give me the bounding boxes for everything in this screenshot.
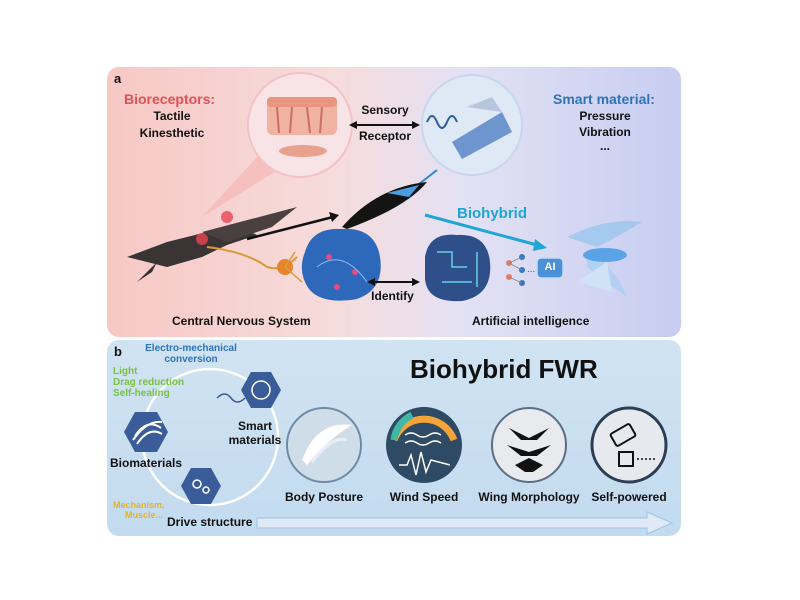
biomaterials-hexagon-icon [124,412,168,452]
biohybrid-arrow [424,213,538,247]
conversion-line-1: Electro-mechanical [145,343,237,354]
feature-body-posture-icon [286,407,362,483]
smart-materials-line-1: Smart [237,419,272,433]
ai-chip-label: AI [544,261,556,273]
arrow-head-icon [367,278,375,286]
panel-b-artwork [124,367,674,535]
identify-label: Identify [371,289,414,303]
smart-materials-hexagon-icon [241,372,281,408]
smart-materials-label: Smart materials [225,419,285,447]
mechanism-label: Mechanism, Muscle... [113,500,165,520]
feature-label-body-posture: Body Posture [284,490,363,504]
progress-arrow [256,511,674,535]
property-self-healing: Self-healing [113,388,170,399]
artificial-intelligence-label: Artificial intelligence [472,314,590,328]
smart-material-circle-icon [421,74,523,176]
biohybrid-fwr-title: Biohybrid FWR [410,354,598,384]
arrow-head-icon [349,121,357,129]
arrow-head-icon [412,278,420,286]
feature-label-wing-morphology: Wing Morphology [478,490,580,504]
squiggle-icon [216,393,246,403]
properties-list: Light Drag reduction Self-healing [113,366,184,399]
mechanism-line-2: Muscle... [125,510,164,520]
circuit-board-icon [425,234,491,302]
drive-structure-hexagon-icon [181,468,221,504]
smart-material-pressure: Pressure [579,109,631,123]
arrow-head-icon [533,239,547,251]
tissue-circle-icon [247,72,353,178]
arrow-head-icon [329,212,339,222]
property-light: Light [113,366,138,377]
biohybrid-label: Biohybrid [457,205,527,222]
biomaterials-label: Biomaterials [110,456,183,470]
robot-bird-icon [567,221,642,297]
smart-materials-line-2: materials [228,433,282,447]
bioreceptor-kinesthetic: Kinesthetic [139,126,205,140]
panel-b: b Electro-mechanical conversion Light Dr… [107,340,681,536]
bioreceptors-title: Bioreceptors: [124,91,216,107]
bioreceptor-tactile: Tactile [153,109,191,123]
feature-self-powered-icon [590,406,668,484]
panel-a-artwork: ... [127,72,642,302]
arrow-head-icon [412,121,420,129]
feature-label-wind-speed: Wind Speed [389,490,459,504]
bird-icon [127,207,297,282]
arrow-bird-feather [246,215,334,241]
feature-label-self-powered: Self-powered [591,490,667,504]
central-nervous-system-label: Central Nervous System [172,314,311,328]
panel-a-letter: a [114,71,122,86]
panel-a: ... a Bioreceptors: Tactile Kinesthetic … [107,67,681,337]
smart-material-ellipsis: ... [599,139,610,153]
panel-b-letter: b [114,344,122,359]
neuron-icon [206,246,303,283]
drive-structure-label: Drive structure [167,515,253,529]
feature-wind-speed-icon [386,407,462,483]
receptor-label: Receptor [358,129,411,143]
smart-material-vibration: Vibration [579,125,631,139]
ai-chip-icon [536,257,564,279]
conversion-label: Electro-mechanical conversion [131,343,251,365]
smart-material-title: Smart material: [553,91,655,107]
svg-text:...: ... [527,264,535,275]
conversion-line-2: conversion [164,354,218,365]
property-drag-reduction: Drag reduction [113,377,185,388]
feature-wing-morphology-icon [491,407,567,483]
brain-tissue-icon [301,228,381,301]
network-nodes-icon: ... [506,254,535,286]
mechanism-line-1: Mechanism, [113,500,165,510]
feather-icon [342,182,427,229]
sensory-label: Sensory [361,103,409,117]
